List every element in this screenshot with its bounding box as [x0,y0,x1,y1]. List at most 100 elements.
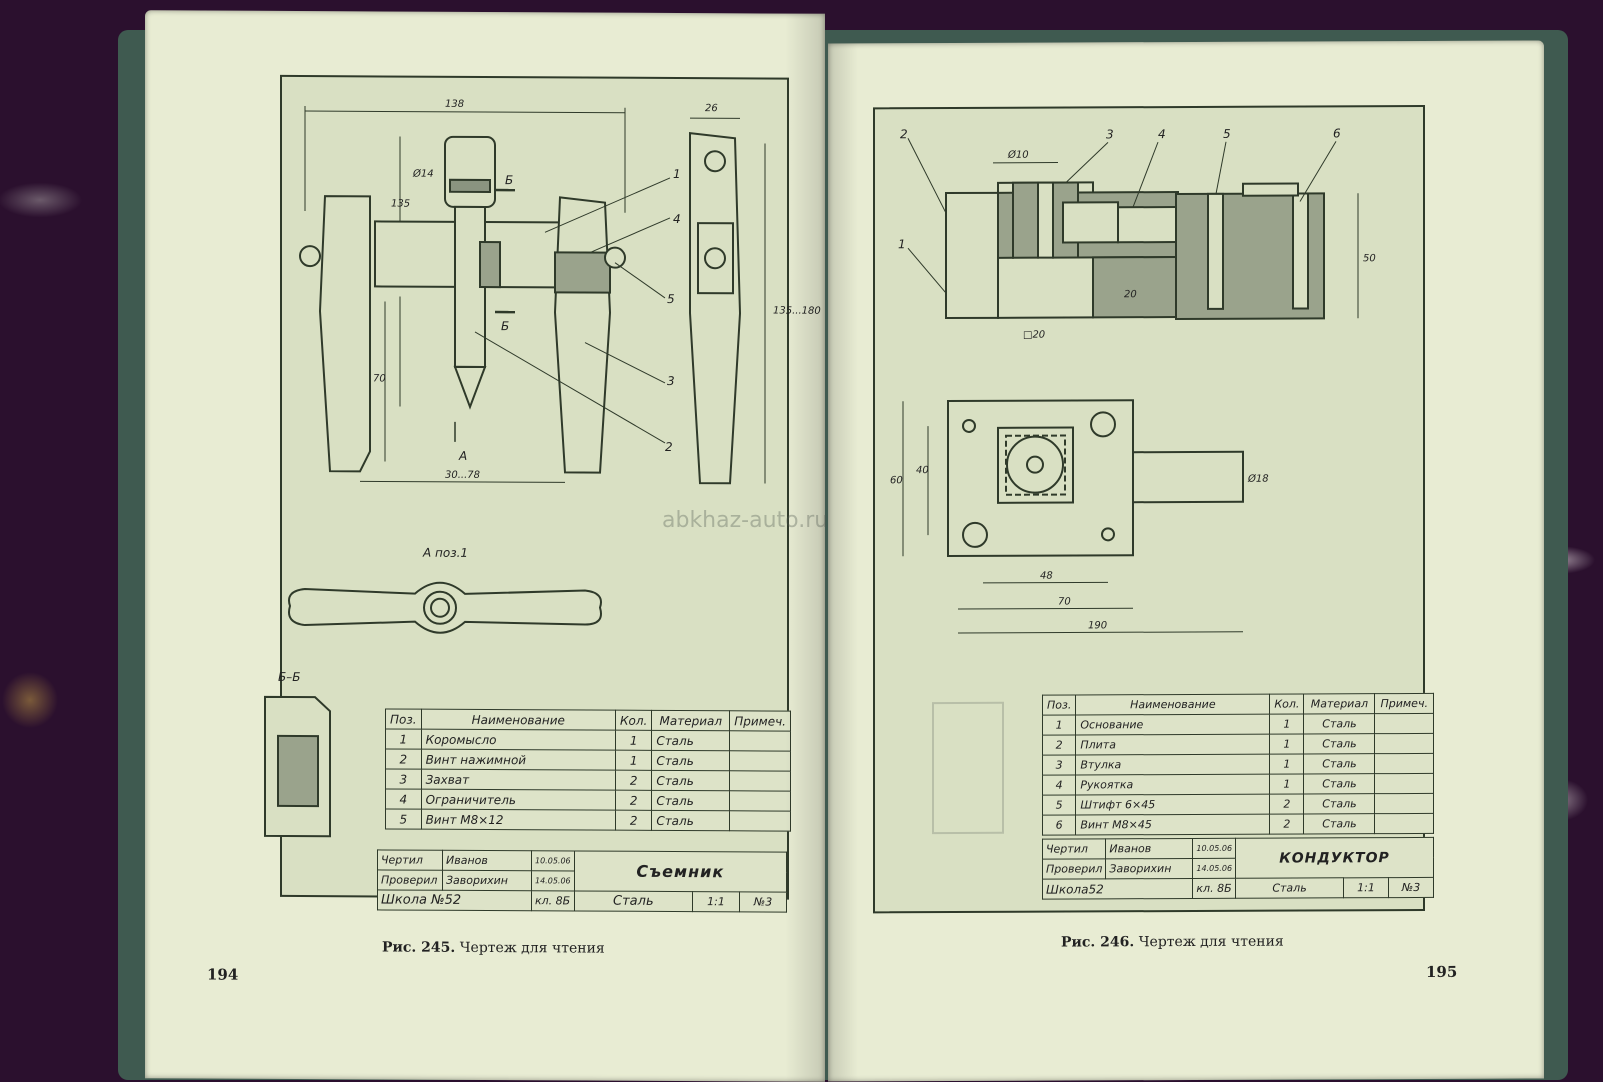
figure-caption-left: Рис. 245. Чертеж для чтения [382,939,605,956]
spec-cell: Сталь [652,750,730,770]
spec-table-right: Поз. Наименование Кол. Материал Примеч. … [1042,693,1434,836]
drawing-title-syemnik: Съемник [574,851,786,892]
spec-cell: Винт М8×45 [1076,814,1270,835]
spec-cell [1375,713,1434,733]
spec-cell: 5 [386,809,422,829]
dim-135-180: 135...180 [773,306,821,317]
title-block-right: Чертил Иванов 10.05.06 КОНДУКТОР Провери… [1042,837,1434,900]
spec-cell: 1 [615,750,651,770]
figure-caption-right: Рис. 246. Чертеж для чтения [1061,934,1284,951]
spec-cell [730,731,791,751]
spec-cell: Сталь [652,790,730,810]
spec-cell: Захват [421,769,615,790]
tb-checked-date: 14.05.06 [532,871,575,891]
dim-26: 26 [705,103,718,114]
drawing-konduktor: Ø10 20 □20 50 60 40 Ø18 48 70 190 1 2 3 … [828,40,1544,1081]
spec-cell: 4 [386,789,422,809]
spec-cell: Сталь [652,770,730,790]
spec-cell: 2 [615,790,651,810]
spec-header-name: Наименование [421,709,615,730]
callout-3: 3 [1106,127,1114,141]
dim-20-vertical: 20 [1124,289,1137,300]
section-mark-b-top: Б [505,173,513,187]
spec-cell: 1 [1270,774,1304,794]
tb-school: Школа №52 [378,890,532,911]
spec-cell [730,751,791,771]
tb-drew-date: 10.05.06 [532,851,575,871]
spec-cell: 2 [615,810,651,830]
spec-cell: Сталь [1304,814,1375,834]
spec-cell: 1 [1270,754,1304,774]
dim-square-20: □20 [1023,330,1045,341]
tb-material: Сталь [1236,878,1344,898]
caption-prefix: Рис. 245. [382,939,455,955]
dim-diameter-10: Ø10 [1007,149,1029,161]
spec-header-row: Поз. Наименование Кол. Материал Примеч. [1043,693,1434,715]
spec-header-note: Примеч. [730,711,791,731]
callout-1: 1 [898,237,906,251]
spec-cell: Сталь [1304,734,1375,754]
dim-40: 40 [916,465,929,476]
spec-cell: 2 [1270,814,1304,834]
title-block-left: Чертил Иванов 10.05.06 Съемник Проверил … [377,849,787,912]
tb-scale: 1:1 [693,892,740,912]
drawing-syemnik: 138 26 Ø14 135 70 30...78 135...180 1 2 … [145,10,825,1082]
spec-cell: 1 [386,729,422,749]
spec-cell: 3 [386,769,422,789]
caption-text: Чертеж для чтения [460,940,605,957]
tb-drew-date: 10.05.06 [1193,838,1236,858]
spec-cell: Втулка [1076,754,1270,775]
spec-cell: 1 [1270,714,1304,734]
tb-drew-label: Чертил [1043,839,1106,859]
spec-cell: Винт нажимной [421,749,615,770]
spec-header-material: Материал [652,710,730,730]
spec-cell: Ограничитель [421,789,615,810]
caption-prefix: Рис. 246. [1061,934,1134,950]
dim-50: 50 [1363,253,1376,264]
dim-diameter-14: Ø14 [412,168,434,180]
callout-3: 3 [667,374,675,388]
spec-cell: Рукоятка [1076,774,1270,795]
dim-70: 70 [1058,597,1071,608]
spec-cell: Сталь [652,810,730,830]
spec-cell [1375,733,1434,753]
view-label-a-pos1: А поз.1 [422,546,468,560]
dim-30-78: 30...78 [445,470,480,481]
spec-cell: 2 [615,770,651,790]
tb-grade: кл. 8Б [532,891,575,911]
spec-cell: Сталь [1304,754,1375,774]
tb-checked-label: Проверил [378,870,443,890]
spec-cell: Сталь [1304,774,1375,794]
spec-header-note: Примеч. [1375,693,1434,713]
tb-checked-name: Заворихин [443,870,532,890]
spec-cell: 2 [1043,735,1076,755]
tb-material: Сталь [574,891,692,912]
spec-cell: 6 [1043,815,1076,835]
spec-cell: Сталь [652,730,730,750]
spec-header-qty: Кол. [1270,694,1304,714]
dim-48: 48 [1040,571,1053,582]
drawing-title-konduktor: КОНДУКТОР [1236,837,1434,878]
spec-cell: 3 [1043,755,1076,775]
spec-cell: 1 [615,730,651,750]
spec-cell [1375,773,1434,793]
spec-cell [730,811,791,831]
tb-drew-label: Чертил [378,850,443,870]
spec-header-pos: Поз. [386,709,422,729]
spec-cell: 4 [1043,775,1076,795]
spec-cell: Плита [1076,734,1270,755]
left-page: 138 26 Ø14 135 70 30...78 135...180 1 2 … [145,10,825,1082]
tb-number: №3 [740,892,787,912]
tb-checked-label: Проверил [1043,859,1106,879]
spec-header-row: Поз. Наименование Кол. Материал Примеч. [386,709,791,731]
caption-text: Чертеж для чтения [1139,934,1284,951]
spec-cell: Сталь [1304,714,1375,734]
spec-cell [1375,753,1434,773]
tb-drew-name: Иванов [443,850,532,870]
spec-header-material: Материал [1304,694,1375,714]
tb-checked-name: Заворихин [1106,858,1193,878]
spec-header-qty: Кол. [615,710,651,730]
